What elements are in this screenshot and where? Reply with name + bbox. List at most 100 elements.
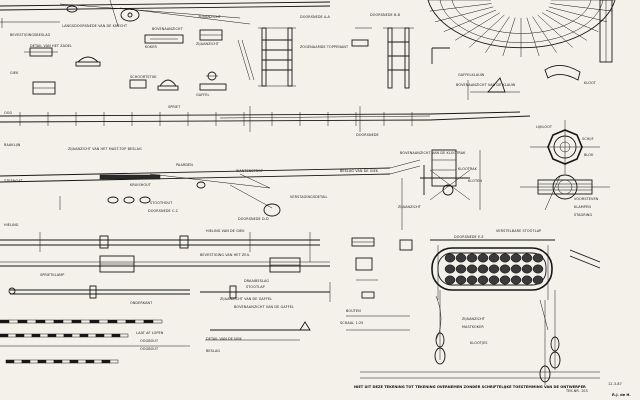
label-a29: DOORSNEDE C-C (148, 209, 179, 213)
disc-spoke (550, 3, 613, 12)
scale-bar-segment (37, 359, 47, 364)
label-a45: BEVESTIGING VAN HET ZEIL (200, 253, 250, 257)
label-a37: BLOK (584, 153, 594, 157)
label-a48: STOOTLAP (246, 285, 265, 289)
scale-bar-segment (53, 359, 63, 364)
label-a57: BESLAG (206, 349, 220, 353)
scale-bar-segment (109, 359, 119, 364)
scale-bar-segment (29, 359, 39, 364)
label-a1: LANGSDOORSNEDE VAN DE KNECHT (62, 24, 128, 28)
scale-bar-segment (119, 333, 129, 338)
parrel-bead (466, 253, 478, 263)
scale-bar-segment (87, 333, 97, 338)
label-a16: KLOOT (584, 81, 597, 85)
disc-spoke (542, 12, 587, 41)
disc-spoke (548, 6, 607, 23)
label-a15: BOVENAANZICHT VAN DE KLAUW (456, 83, 516, 87)
scale-bar-segment (39, 333, 49, 338)
mast-band-section (520, 174, 610, 211)
parrel-bead (510, 264, 522, 274)
parrel-bead (477, 253, 489, 263)
hanging-toggles (434, 290, 561, 385)
parrel-bead (532, 275, 544, 285)
scale-bar-segment (21, 359, 31, 364)
label-a35: LIJKLOOT (536, 125, 553, 129)
label-a50: ZIJAANZICHT VAN DE GAFFEL (220, 297, 272, 301)
disc-spoke (532, 16, 557, 53)
label-a17: SPRIET (168, 105, 181, 109)
parrel-bead (499, 264, 511, 274)
scale-bar-segment (89, 319, 100, 324)
lower-boom-2 (0, 255, 330, 273)
label-a38: VOORSTEVEN (574, 197, 599, 201)
scale-bar-segment (95, 333, 105, 338)
parrel-bead (521, 275, 533, 285)
label-a51: BOVENAANZICHT VAN DE GAFFEL (234, 305, 294, 309)
label-a8: KOKER (145, 45, 157, 49)
gaff-spar (0, 159, 421, 217)
scale-bar-segment (93, 359, 103, 364)
scale-bar-segment (31, 333, 41, 338)
scale-bar-segment (101, 359, 111, 364)
scale-bar-segment (26, 319, 37, 324)
scale-bar-segment (69, 359, 79, 364)
scale-bar-segment (62, 319, 73, 324)
parrel-bead (444, 275, 456, 285)
parrel-bead (510, 253, 522, 263)
parrel-assembly (430, 239, 601, 331)
label-a25: STEENGAT (4, 179, 23, 183)
scale-bar-segment (47, 333, 57, 338)
label-a3: ZIJAANZICHT (198, 15, 222, 19)
disc-spoke (435, 6, 494, 23)
scale-bar-segment (71, 319, 82, 324)
parrel-bead (466, 264, 478, 274)
label-a61: SCHAAL 1:25 (340, 321, 363, 325)
parrel-bead (499, 253, 511, 263)
block-detail-right (467, 65, 581, 100)
label-a43: HIELING (4, 223, 19, 227)
scale-bar-segment (15, 333, 25, 338)
label-a13: GAFFEL (196, 93, 209, 97)
parrel-bead (488, 275, 500, 285)
masthead-fitting (401, 149, 481, 230)
label-a14: GAFFELKLAUW (458, 73, 485, 77)
parrel-bead (488, 253, 500, 263)
parrel-bead (499, 275, 511, 285)
parrel-bead (455, 264, 467, 274)
parrel-bead (444, 264, 456, 274)
disc-spoke (537, 14, 573, 48)
parrel-bead (477, 275, 489, 285)
parrel-bead (488, 264, 500, 274)
label-a2: BEVESTIGINGSBESLAG (10, 33, 51, 37)
label-a32: KLOOTRAK (458, 167, 478, 171)
scale-bars (0, 319, 190, 364)
footer-ref: TEK-NR. 103 (565, 389, 588, 393)
label-a20: ZIJAANZICHT VAN HET MAST-TOP BESLAG (68, 147, 142, 151)
mast-cap-octagon (530, 120, 600, 174)
label-a56: DETAIL VAN DE NOK (206, 337, 243, 341)
parrel-bead (466, 275, 478, 285)
parrel-bead (444, 253, 456, 263)
label-a18: OOG (4, 111, 13, 115)
scale-bar-segment (125, 319, 136, 324)
label-a10: ZOGENAAMDE TOPPENANT (300, 45, 349, 49)
annotation-labels: LANGSDOORSNEDE VAN DE KNECHT BEVESTIGING… (4, 13, 599, 353)
scale-bar-segment (98, 319, 109, 324)
parrel-bead (532, 253, 544, 263)
disc-spoke (502, 17, 516, 56)
scale-bar-segment (103, 333, 113, 338)
parrel-bead (521, 264, 533, 274)
scale-bar-segment (0, 319, 10, 324)
label-a28: STOOTHOUT (150, 201, 173, 205)
label-a40: STAGRING (574, 213, 592, 217)
label-a26: KRUISHOUT (130, 183, 152, 187)
disc-spoke (485, 16, 510, 53)
label-a12: SCHOORTSTUK (130, 75, 157, 79)
disc-spoke (455, 12, 500, 41)
disc-spoke (526, 17, 540, 56)
parrel-bead (510, 275, 522, 285)
footer-note: NIET UIT DEZE TEKENING TOT TEKENING OVER… (354, 385, 586, 389)
scale-bar-segment (116, 319, 127, 324)
